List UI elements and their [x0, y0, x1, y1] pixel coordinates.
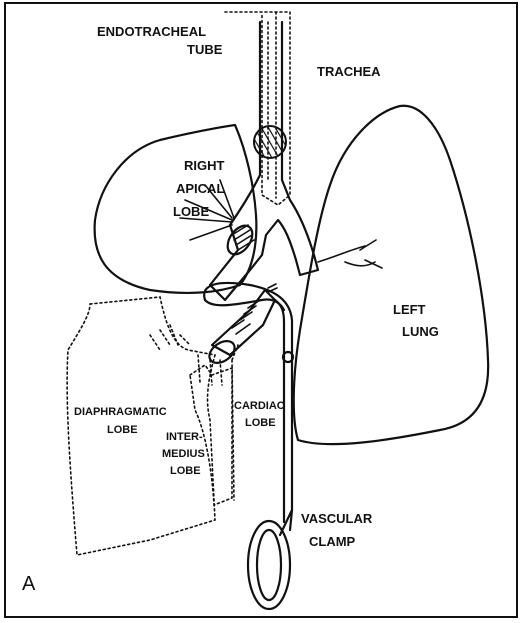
label-trachea: TRACHEA: [317, 64, 381, 79]
clamp-handle-inner: [257, 530, 281, 600]
label-right: RIGHT: [184, 158, 225, 173]
left-lung-outline: [294, 106, 488, 444]
trachea-outline: [210, 22, 318, 300]
clamp-handle-outer: [248, 521, 290, 609]
label-tube: TUBE: [187, 42, 223, 57]
diaphragmatic-lobe-outline: [67, 297, 215, 555]
label-apical: APICAL: [176, 181, 224, 196]
bronchus-opening: [205, 337, 238, 368]
label-inter: INTER-: [166, 431, 203, 443]
tube-cuff-hatched: [254, 126, 286, 158]
label-medius: MEDIUS: [162, 448, 205, 460]
label-apical-lobe: LOBE: [173, 204, 209, 219]
panel-label: A: [22, 573, 36, 595]
clamp-tab: [268, 284, 277, 292]
label-vascular: VASCULAR: [301, 511, 373, 526]
label-endotracheal: ENDOTRACHEAL: [97, 24, 206, 39]
cardiac-lobe-outline: [232, 345, 238, 500]
label-diaphragmatic-lobe: LOBE: [107, 424, 138, 436]
label-cardiac: CARDIAC: [234, 400, 285, 412]
label-intermedius-lobe: LOBE: [170, 465, 201, 477]
label-left: LEFT: [393, 302, 426, 317]
label-cardiac-lobe: LOBE: [245, 417, 276, 429]
left-bronchus-branches: [318, 240, 382, 268]
label-diaphragmatic: DIAPHRAGMATIC: [74, 406, 167, 418]
endotracheal-tube: [225, 12, 290, 205]
label-clamp: CLAMP: [309, 534, 356, 549]
label-lung: LUNG: [402, 324, 439, 339]
